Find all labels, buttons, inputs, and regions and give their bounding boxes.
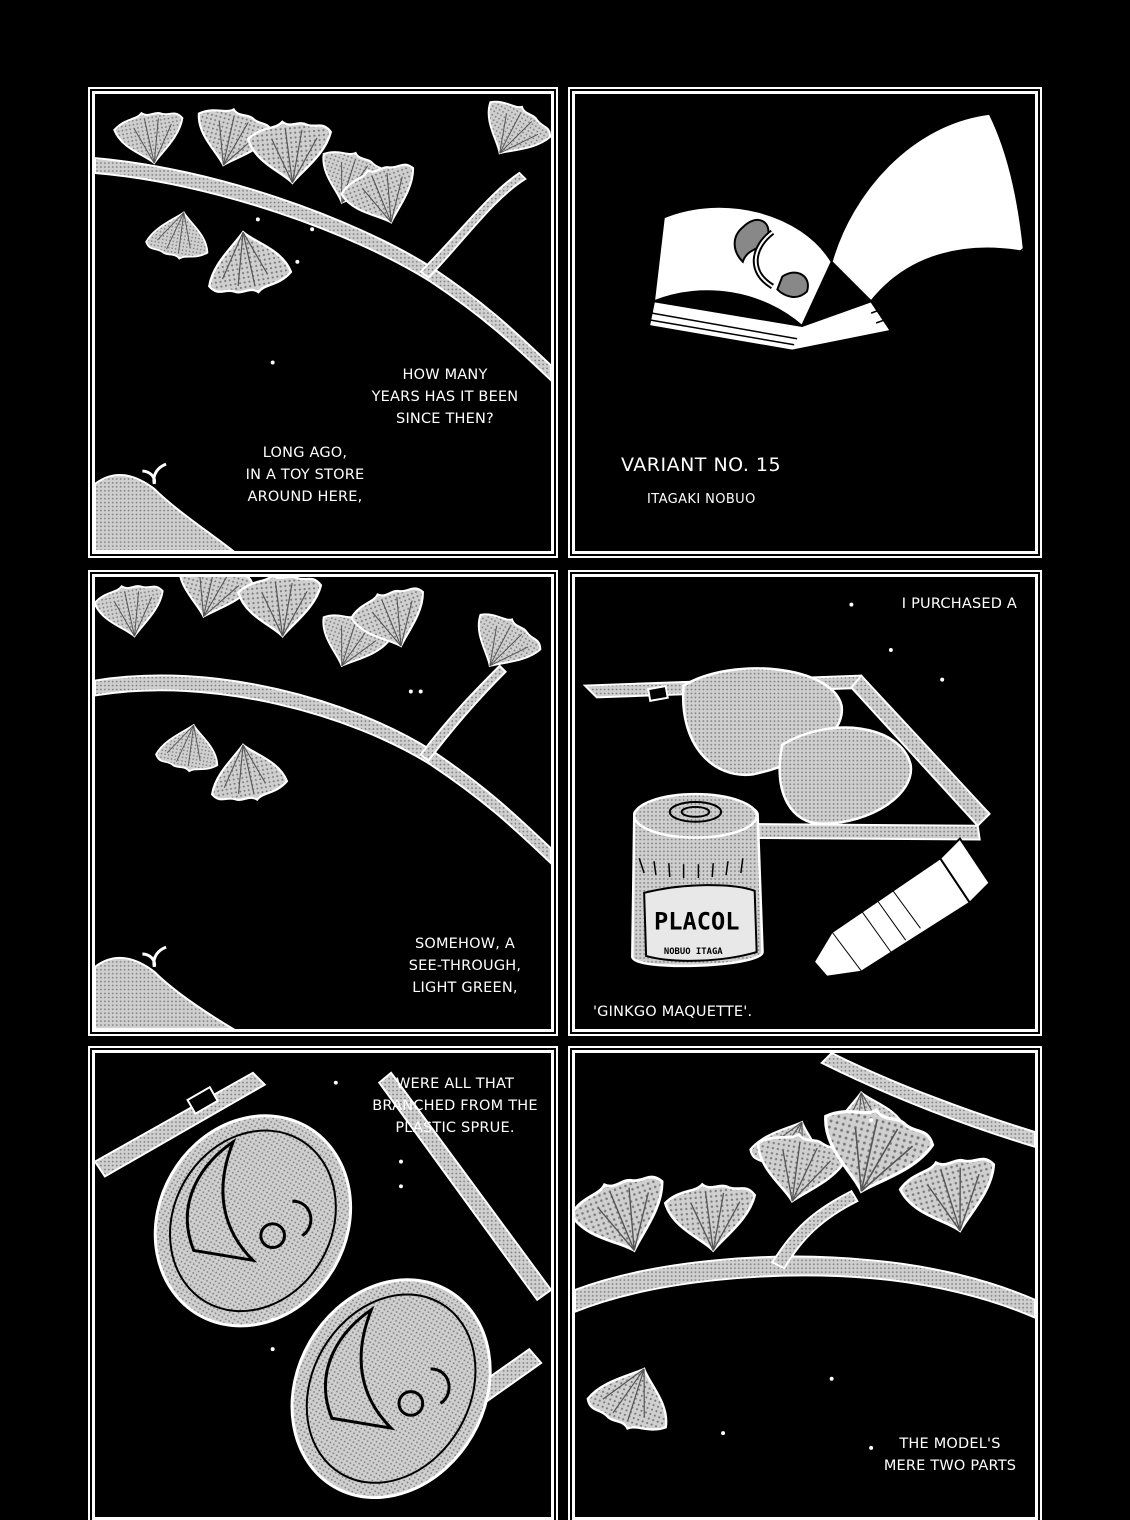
ginkgo-leaf-icon (95, 578, 171, 644)
ginkgo-leaf-icon (469, 94, 551, 172)
narration-caption: THE MODEL'S MERE TWO PARTS (883, 1436, 1017, 1474)
ginkgo-leaf-icon (153, 718, 225, 777)
sprout-icon (95, 956, 236, 1029)
ginkgo-leaf-icon (575, 1164, 683, 1268)
ginkgo-branch-art (95, 94, 551, 551)
panel-3: SOMEHOW, A SEE-THROUGH, LIGHT GREEN, (92, 574, 554, 1032)
panel-6: THE MODEL'S MERE TWO PARTS (572, 1050, 1038, 1520)
ginkgo-leaf-icon (199, 224, 295, 302)
sprout-icon (95, 473, 235, 551)
branch-icon (820, 1053, 1035, 1148)
story-author: ITAGAKI NOBUO (647, 492, 756, 507)
branch-icon (95, 157, 551, 382)
ginkgo-leaf-icon (235, 577, 327, 641)
glue-tube-icon (812, 836, 991, 978)
sprue-icon (582, 667, 991, 841)
ginkgo-leaf-icon (143, 206, 215, 265)
branch-icon (575, 1255, 1035, 1319)
sprue-icon (95, 1071, 551, 1500)
story-title: VARIANT NO. 15 (621, 454, 782, 476)
panel-5: WERE ALL THAT BRANCHED FROM THE PLASTIC … (92, 1050, 554, 1520)
narration-caption: SOMEHOW, A SEE-THROUGH, LIGHT GREEN, (408, 936, 522, 996)
jar-sublabel: NOBUO ITAGA (664, 947, 723, 957)
narration-caption-bottom: 'GINKGO MAQUETTE'. (593, 1004, 753, 1020)
jar-label: PLACOL (654, 907, 740, 935)
narration-caption-top: I PURCHASED A (901, 596, 1017, 612)
panel-4: PLACOL NOBUO ITAGA I PURCHASED A 'GINKGO… (572, 574, 1038, 1032)
narration-caption-top: HOW MANY YEARS HAS IT BEEN SINCE THEN? (371, 367, 519, 427)
narration-caption: WERE ALL THAT BRANCHED FROM THE PLASTIC … (372, 1076, 538, 1136)
ginkgo-branch-art (575, 1053, 1035, 1450)
ginkgo-leaf-icon (111, 105, 191, 170)
panel-2: VARIANT NO. 15 ITAGAKI NOBUO (572, 91, 1038, 554)
paint-jar-icon: PLACOL NOBUO ITAGA (631, 792, 764, 968)
branch-icon (95, 674, 551, 865)
ginkgo-leaf-icon (581, 1353, 684, 1442)
book-icon (647, 112, 1030, 352)
ginkgo-branch-art (95, 577, 551, 1029)
ginkgo-leaf-icon (662, 1178, 761, 1256)
narration-caption-bottom: LONG AGO, IN A TOY STORE AROUND HERE, (245, 445, 365, 505)
panel-1: HOW MANY YEARS HAS IT BEEN SINCE THEN? L… (92, 91, 554, 554)
ginkgo-leaf-icon (203, 737, 291, 809)
